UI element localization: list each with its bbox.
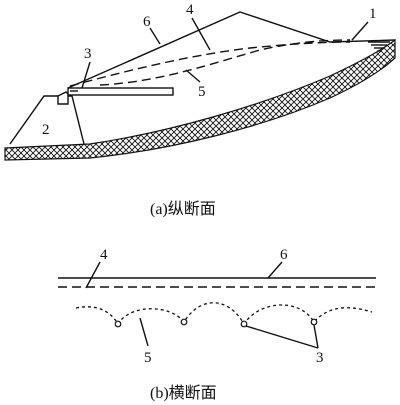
leader-4a	[191, 17, 211, 51]
label-1: 1	[369, 6, 377, 22]
leader-1	[351, 21, 369, 41]
label-4-cross: 4	[100, 247, 108, 263]
line-5-cross	[75, 302, 373, 326]
caption-cross: (b)横断面	[150, 384, 217, 402]
leader-3a	[81, 61, 91, 89]
label-6-cross: 6	[280, 247, 288, 263]
leader-5a	[185, 69, 201, 83]
drain-node-1	[114, 320, 122, 328]
label-4-longitudinal: 4	[186, 2, 194, 18]
label-3-cross: 3	[316, 350, 324, 366]
caption-longitudinal: (a)纵断面	[150, 200, 216, 218]
label-6-longitudinal: 6	[143, 14, 151, 30]
ground-slope	[4, 38, 396, 161]
leader-6a	[149, 27, 161, 45]
line-6-longitudinal	[67, 11, 396, 89]
label-3-longitudinal: 3	[84, 46, 92, 62]
longitudinal-section: 1 2 3 4 5 6 (a)纵断面	[4, 2, 396, 218]
label-5-longitudinal: 5	[198, 84, 206, 100]
line-4-longitudinal	[69, 41, 351, 87]
leader-6b	[267, 261, 283, 279]
leader-5b	[139, 317, 149, 347]
cross-section: 4 6 5 3 (b)横断面	[58, 247, 376, 402]
leader-4b	[85, 261, 101, 289]
label-2: 2	[42, 122, 50, 138]
water-level-symbol	[368, 41, 390, 52]
label-5-cross: 5	[144, 350, 152, 366]
spillway-channel	[67, 87, 174, 96]
dam-structure	[9, 95, 85, 145]
leader-3b-right	[313, 324, 319, 349]
drain-node-3	[240, 320, 248, 328]
drain-node-4	[310, 318, 318, 326]
line-5-longitudinal	[99, 39, 351, 86]
leader-3b-left	[245, 325, 319, 349]
drain-node-2	[180, 318, 188, 326]
